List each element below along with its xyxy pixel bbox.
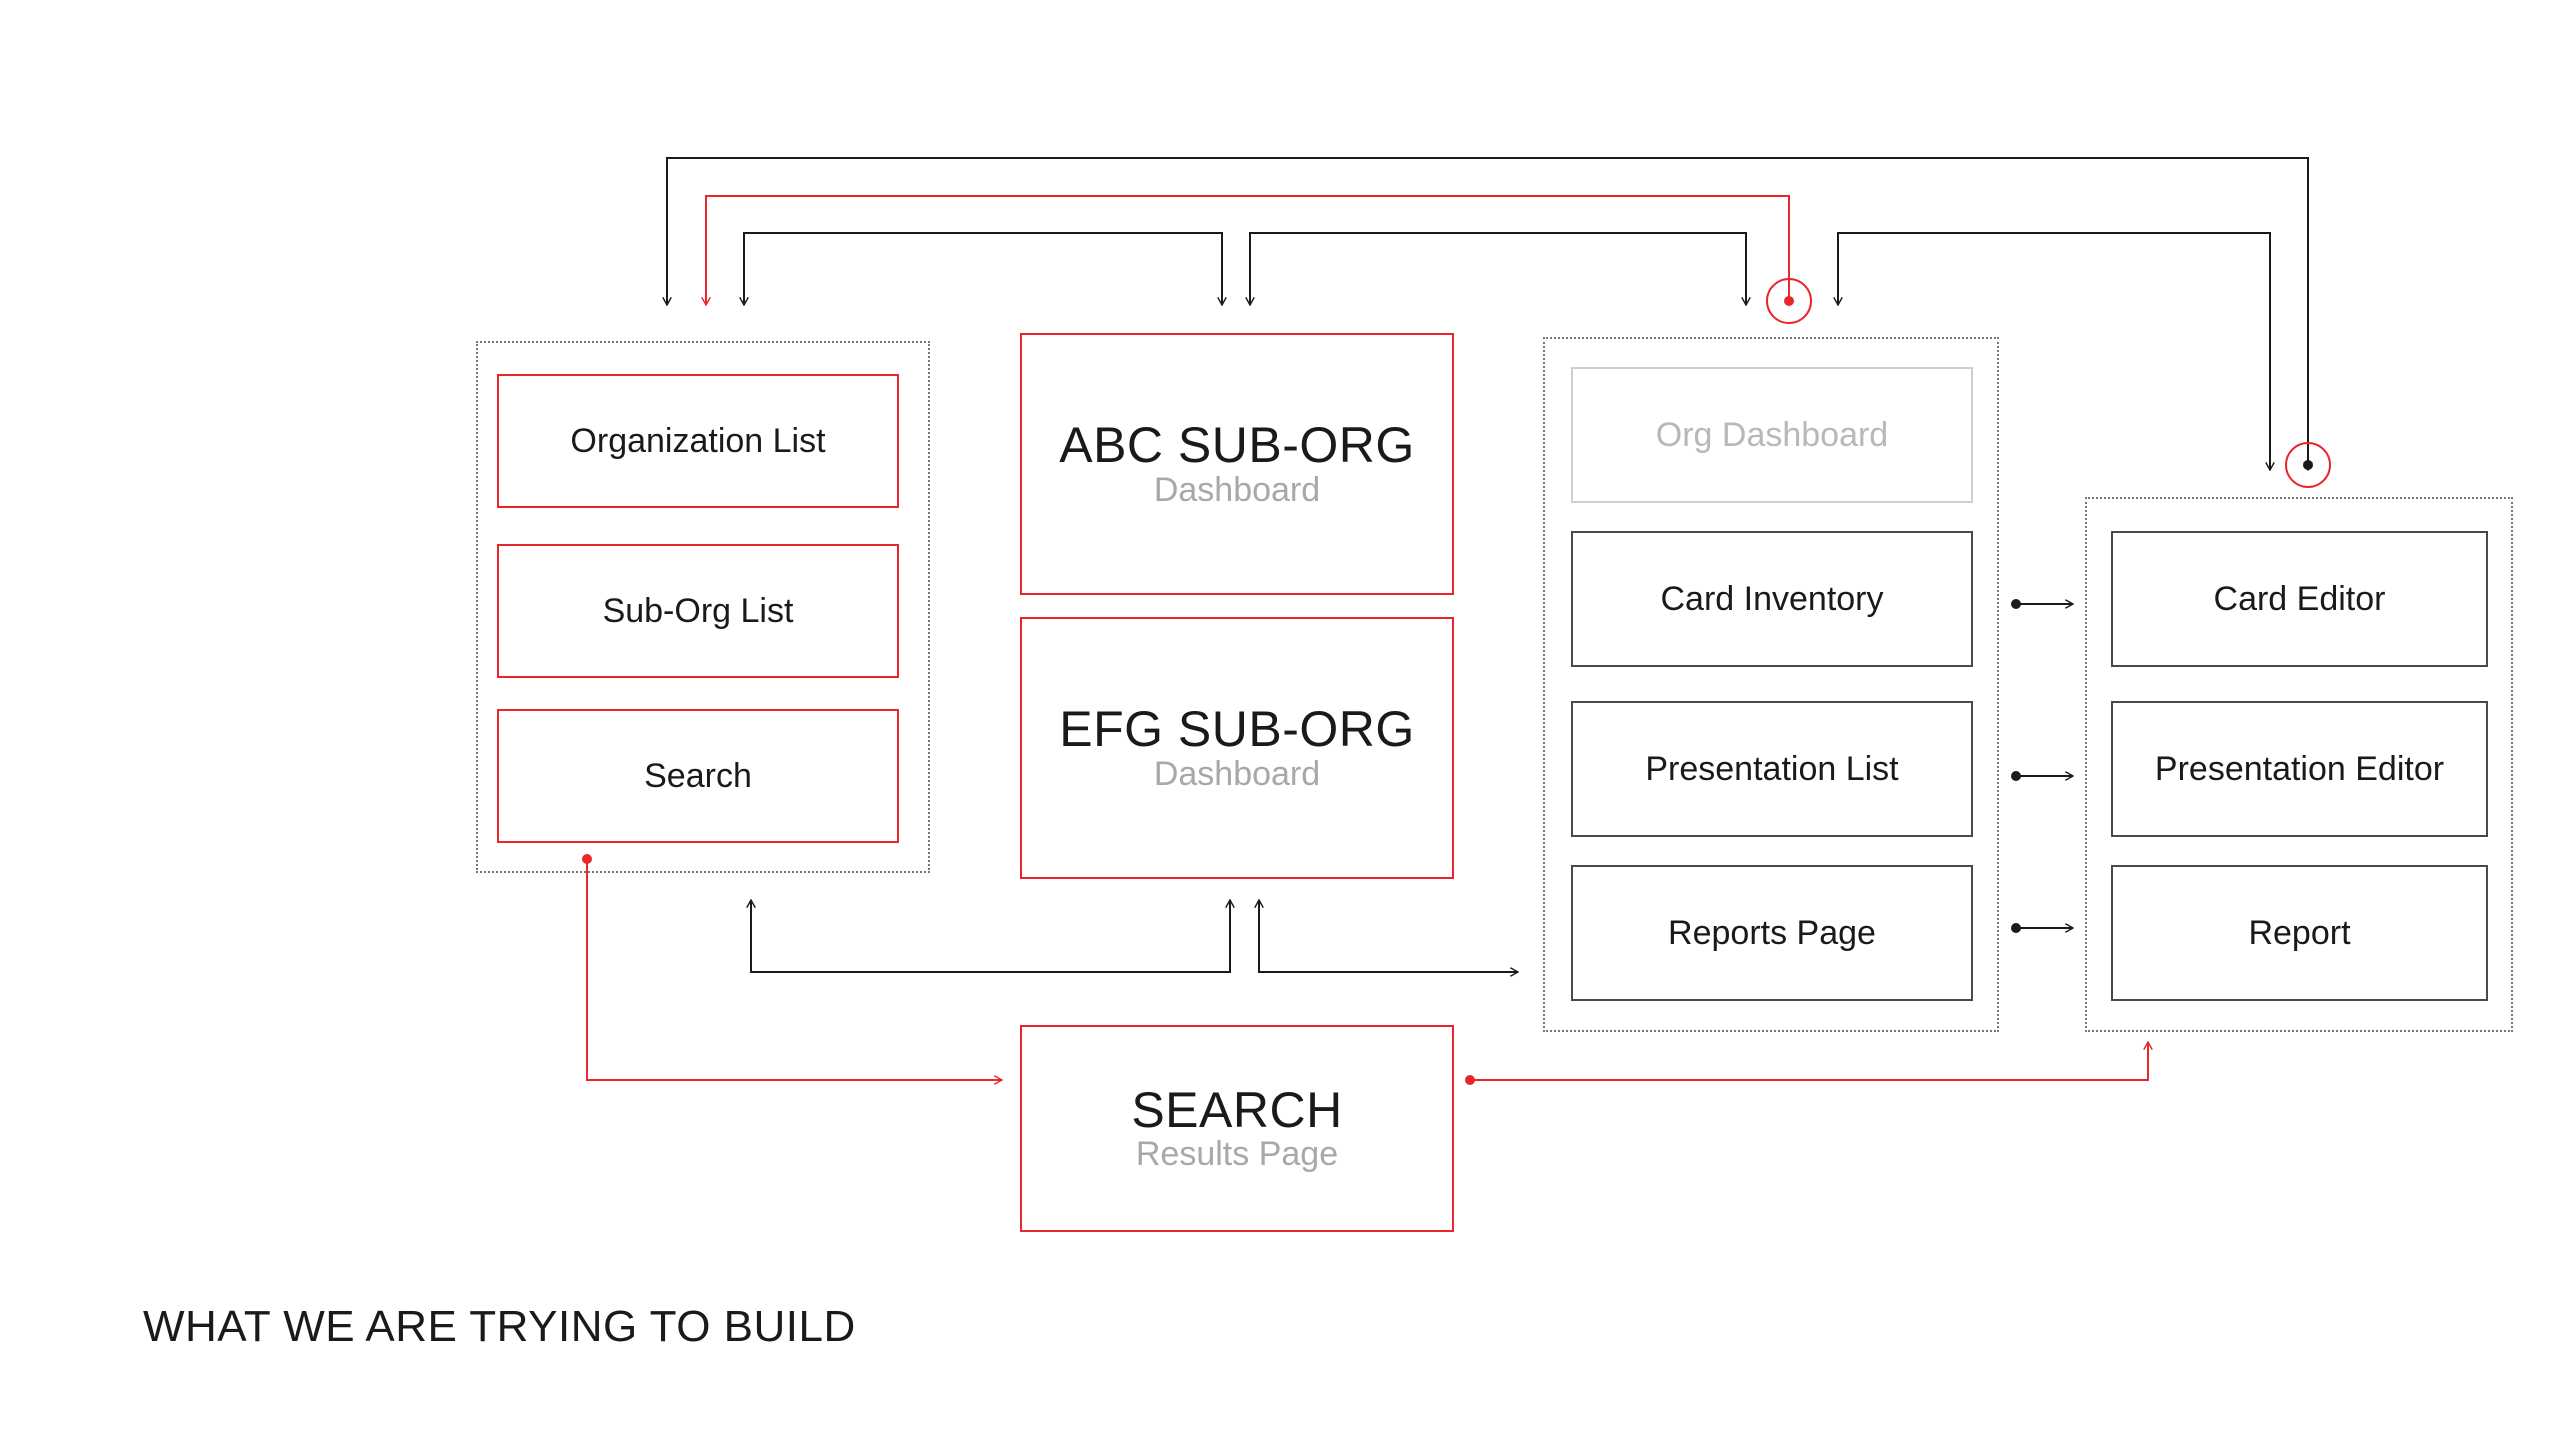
- diagram-caption: WHAT WE ARE TRYING TO BUILD: [143, 1302, 856, 1351]
- node-label: Sub-Org List: [602, 591, 794, 630]
- node-label: Reports Page: [1668, 913, 1876, 952]
- node-subtitle: Results Page: [1135, 1135, 1339, 1174]
- report-node[interactable]: Report: [2111, 865, 2488, 1001]
- sub-org-list-node[interactable]: Sub-Org List: [497, 544, 899, 678]
- node-label: Search: [644, 756, 752, 795]
- connector-left-dash: [744, 232, 1222, 305]
- presentation-list-node[interactable]: Presentation List: [1571, 701, 1973, 837]
- reports-page-node[interactable]: Reports Page: [1571, 865, 1973, 1001]
- organization-list-node[interactable]: Organization List: [497, 374, 899, 508]
- search-node[interactable]: Search: [497, 709, 899, 843]
- node-subtitle: Dashboard: [1153, 470, 1321, 509]
- node-title: EFG SUB-ORG: [1059, 701, 1415, 758]
- node-label: Report: [2248, 913, 2351, 952]
- node-label: Presentation List: [1645, 749, 1899, 788]
- editor-group: [2085, 497, 2513, 1032]
- org-dashboard-node[interactable]: Org Dashboard: [1571, 367, 1973, 503]
- connector-outer-loop: [667, 157, 2308, 470]
- node-label: Card Editor: [2213, 579, 2386, 618]
- card-editor-node[interactable]: Card Editor: [2111, 531, 2488, 667]
- node-title: ABC SUB-ORG: [1059, 417, 1415, 474]
- node-label: Presentation Editor: [2154, 749, 2445, 788]
- node-label: Card Inventory: [1660, 579, 1884, 618]
- abc-sub-org-dashboard-node[interactable]: ABC SUB-ORG Dashboard: [1020, 333, 1454, 595]
- connector-bottom-left: [751, 900, 1230, 973]
- search-results-node[interactable]: SEARCH Results Page: [1020, 1025, 1454, 1232]
- node-subtitle: Dashboard: [1153, 754, 1321, 793]
- org-group: [1543, 337, 1999, 1032]
- presentation-editor-node[interactable]: Presentation Editor: [2111, 701, 2488, 837]
- connector-search-to-results: [586, 859, 1002, 1080]
- efg-sub-org-dashboard-node[interactable]: EFG SUB-ORG Dashboard: [1020, 617, 1454, 879]
- connector-org-editor: [1838, 232, 2270, 470]
- connector-results-to-editor: [1470, 1042, 2148, 1081]
- red-circle-marker-editor: [2285, 442, 2331, 488]
- node-label: Org Dashboard: [1655, 415, 1889, 454]
- connector-dash-org: [1250, 232, 1746, 305]
- node-label: Organization List: [570, 421, 826, 460]
- card-inventory-node[interactable]: Card Inventory: [1571, 531, 1973, 667]
- red-circle-marker-org: [1766, 278, 1812, 324]
- connector-red-loop: [706, 195, 1790, 305]
- left-group: [476, 341, 930, 873]
- connector-bottom-right: [1259, 900, 1518, 972]
- node-title: SEARCH: [1131, 1081, 1343, 1138]
